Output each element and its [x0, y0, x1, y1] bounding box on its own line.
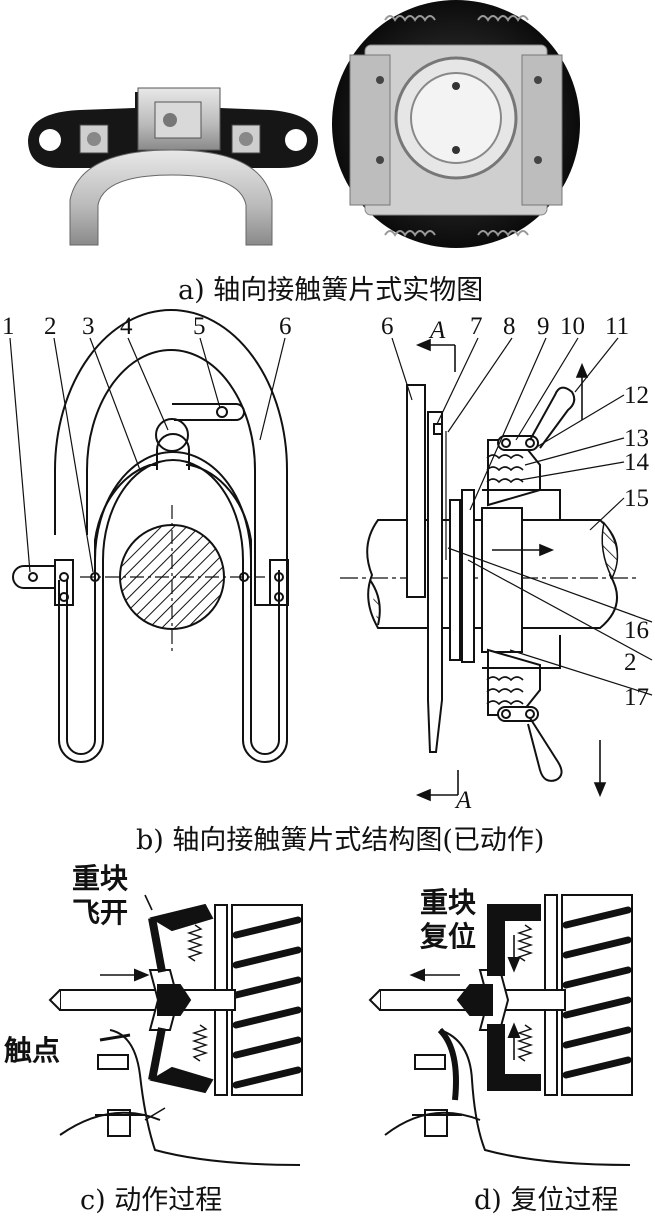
- callouts-left: 1 2 3 4 5 6: [2, 313, 292, 340]
- structure-drawing-section-view: [340, 384, 640, 782]
- callout-r12: 12: [624, 382, 649, 409]
- callout-r2: 2: [624, 649, 637, 676]
- panel-c-labels: 重块 飞开 触点: [4, 862, 128, 1067]
- caption-d: d) 复位过程: [474, 1185, 619, 1216]
- label-weight-d: 重块: [420, 886, 476, 919]
- callout-r15: 15: [624, 485, 649, 512]
- callout-r10: 10: [560, 313, 585, 340]
- panel-d-labels: 重块 复位: [420, 886, 476, 953]
- diagram-reset-process: [368, 894, 633, 1166]
- callout-r17: 17: [624, 684, 649, 711]
- callouts-right: 6 7 8 9 10 11 12 13 14 15 16 2 17 A A: [381, 313, 650, 814]
- callout-r14: 14: [624, 449, 650, 476]
- photo-speed-switch-assembly: [332, 0, 580, 248]
- label-contact: 触点: [4, 1034, 60, 1067]
- caption-c: c) 动作过程: [80, 1185, 223, 1216]
- callout-r16: 16: [624, 617, 649, 644]
- label-fly-open: 飞开: [72, 896, 128, 929]
- caption-b: b) 轴向接触簧片式结构图(已动作): [136, 825, 545, 856]
- callout-r13: 13: [624, 425, 649, 452]
- caption-a: a) 轴向接触簧片式实物图: [178, 275, 484, 306]
- callout-r6: 6: [381, 313, 394, 340]
- leader-lines-left: [9, 337, 286, 573]
- structure-drawing-front-view: [12, 309, 289, 763]
- callout-4: 4: [120, 313, 133, 340]
- callout-r8: 8: [503, 313, 516, 340]
- callout-2: 2: [44, 313, 57, 340]
- section-view-arrows: [415, 338, 607, 802]
- callout-5: 5: [193, 313, 206, 340]
- callout-6: 6: [279, 313, 292, 340]
- callout-r11: 11: [605, 313, 629, 340]
- label-reset: 复位: [420, 920, 476, 953]
- diagram-action-process: [48, 894, 303, 1166]
- section-mark-top: A: [428, 317, 446, 344]
- label-weight-c: 重块: [72, 862, 128, 895]
- section-mark-bottom: A: [454, 787, 472, 814]
- callout-1: 1: [2, 313, 15, 340]
- leader-lines-right: [391, 337, 653, 696]
- photo-axial-contact-spring: [28, 87, 318, 246]
- callout-r9: 9: [537, 313, 550, 340]
- callout-3: 3: [82, 313, 95, 340]
- callout-r7: 7: [470, 313, 483, 340]
